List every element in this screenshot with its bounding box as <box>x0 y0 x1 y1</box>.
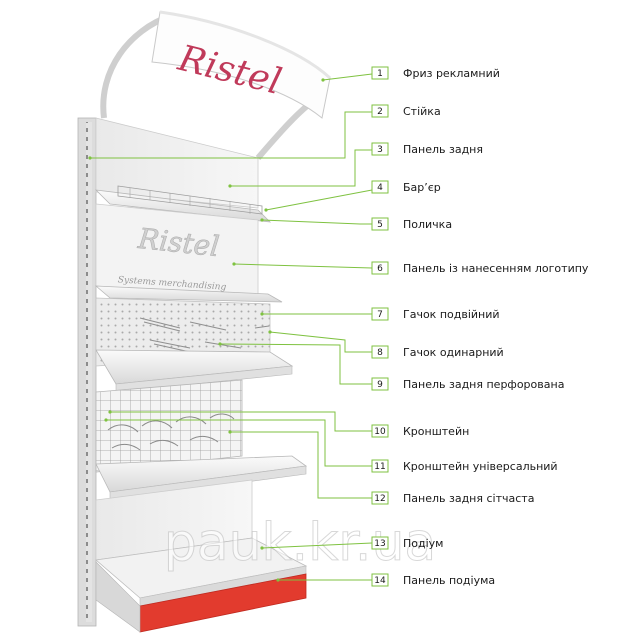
callout-number-box-13 <box>371 536 389 550</box>
callout-label-9: Панель задня перфорована <box>403 378 564 391</box>
callout-label-5: Поличка <box>403 218 452 231</box>
shelf-2 <box>94 285 283 303</box>
callouts: 1 Фриз рекламний 2 Стійка 3 Панель задня 4 Бар’… <box>88 66 589 587</box>
callout-leader-6 <box>233 263 373 269</box>
callout-label-3: Панель задня <box>403 143 483 156</box>
perforated-panel <box>95 297 271 367</box>
callout-number-3: 3 <box>377 145 383 155</box>
callout-anchor-14 <box>276 578 280 582</box>
callout-number-box-10 <box>371 424 389 438</box>
shelf-3 <box>95 349 294 393</box>
callout-number-box-12 <box>371 491 389 505</box>
callout-number-box-2 <box>371 104 389 118</box>
callout-anchor-7 <box>260 312 264 316</box>
callout-number-2: 2 <box>377 107 383 117</box>
advertising-frieze: Ristel <box>151 10 332 119</box>
callout-anchor-3 <box>228 184 232 188</box>
callout-number-box-14 <box>371 573 389 587</box>
callout-label-11: Кронштейн універсальний <box>403 460 558 473</box>
shelf-4 <box>95 455 308 501</box>
callout-leader-11 <box>106 419 372 467</box>
callout-number-9: 9 <box>377 380 383 390</box>
callout-number-11: 11 <box>374 462 385 472</box>
callout-number-14: 14 <box>374 576 386 586</box>
callout-number-6: 6 <box>377 264 383 274</box>
callout-label-13: Подіум <box>403 537 443 550</box>
callout-number-7: 7 <box>377 310 383 320</box>
callout-number-box-3 <box>371 142 389 156</box>
upper-back-panel <box>95 117 259 209</box>
callout-number-box-8 <box>371 345 389 359</box>
podium <box>95 537 308 607</box>
callout-number-10: 10 <box>374 427 386 437</box>
callout-leader-9 <box>219 343 372 385</box>
callout-number-box-6 <box>371 261 389 275</box>
callout-anchor-13 <box>260 546 264 550</box>
mesh-panel <box>95 379 243 473</box>
top-shelf <box>94 185 272 223</box>
callout-leader-1 <box>322 73 373 81</box>
callout-label-2: Стійка <box>403 105 441 118</box>
callout-anchor-4 <box>264 208 268 212</box>
upright-post <box>77 117 97 627</box>
callout-number-box-4 <box>371 180 389 194</box>
watermark: pauk.kr.ua <box>164 513 437 573</box>
callout-anchor-9 <box>218 342 222 346</box>
callout-leader-10 <box>110 411 372 432</box>
callout-number-box-1 <box>371 66 389 80</box>
callout-number-12: 12 <box>374 494 385 504</box>
callout-number-box-9 <box>371 377 389 391</box>
callout-label-12: Панель задня сітчаста <box>403 492 534 505</box>
callout-anchor-5 <box>260 218 264 222</box>
callout-label-4: Бар’єр <box>403 181 441 194</box>
callout-anchor-2 <box>88 156 92 160</box>
callout-anchor-8 <box>268 330 272 334</box>
callout-leader-12 <box>230 431 372 499</box>
callout-number-13: 13 <box>374 539 385 549</box>
callout-label-10: Кронштейн <box>403 425 469 438</box>
callout-anchor-1 <box>321 78 325 82</box>
callout-leader-13 <box>261 542 373 549</box>
callout-number-box-5 <box>371 217 389 231</box>
callout-anchor-12 <box>228 430 232 434</box>
callout-number-1: 1 <box>377 69 383 79</box>
callout-label-6: Панель із нанесенням логотипу <box>403 262 589 275</box>
callout-anchor-6 <box>232 262 236 266</box>
callout-number-4: 4 <box>377 183 383 193</box>
callout-anchor-11 <box>104 418 108 422</box>
callout-number-5: 5 <box>377 220 383 230</box>
callout-leader-8 <box>269 331 372 353</box>
callout-leader-4 <box>265 189 373 211</box>
callout-leader-2 <box>90 111 372 159</box>
callout-label-14: Панель подіума <box>403 574 495 587</box>
callout-label-1: Фриз рекламний <box>403 67 500 80</box>
callout-number-8: 8 <box>377 348 383 358</box>
podium-side <box>95 561 141 633</box>
logo-panel: Ristel Systems merchandising <box>95 203 259 299</box>
callout-label-8: Гачок одинарний <box>403 346 504 359</box>
callout-leader-3 <box>230 149 372 187</box>
callout-number-box-11 <box>371 459 389 473</box>
callout-number-box-7 <box>371 307 389 321</box>
callout-anchor-10 <box>108 410 112 414</box>
callout-leader-5 <box>261 219 372 225</box>
callout-label-7: Гачок подвійний <box>403 308 500 321</box>
